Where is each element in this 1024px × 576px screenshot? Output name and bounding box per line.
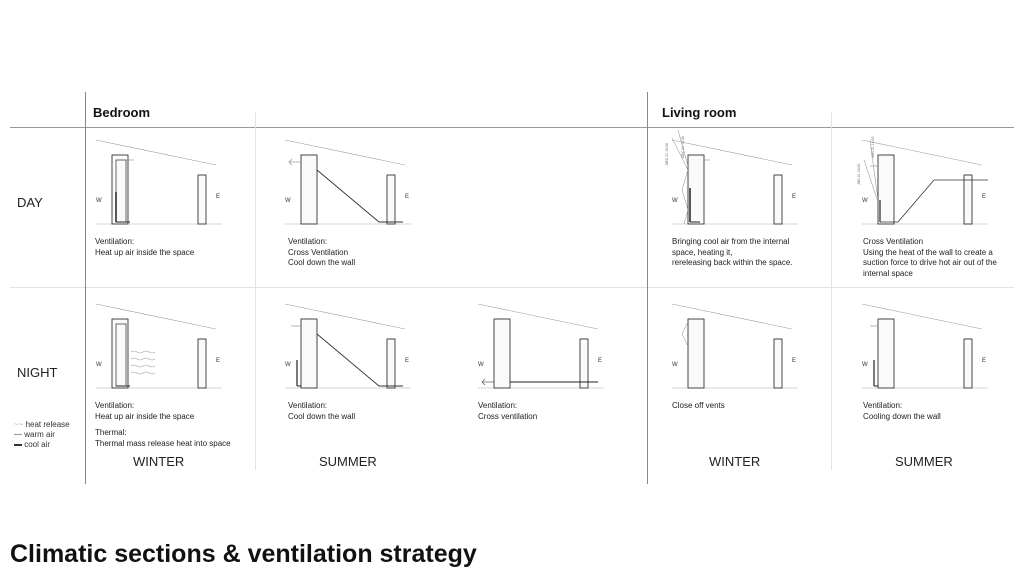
east-wall <box>197 338 207 389</box>
west-wall <box>687 154 705 225</box>
west-label: W <box>285 198 291 204</box>
west-wall <box>493 318 511 389</box>
east-wall <box>197 174 207 225</box>
roof-line <box>861 303 983 330</box>
caption: Close off vents <box>672 401 725 410</box>
section-sketch-bed-night-winter: W E <box>95 303 222 389</box>
roof-line <box>477 303 599 330</box>
caption: Ventilation: Heat up air inside the spac… <box>95 401 195 421</box>
west-label: W <box>672 198 678 204</box>
west-label: W <box>672 362 678 368</box>
day-label: DAY <box>17 195 43 210</box>
roof-line <box>284 303 406 330</box>
east-label: E <box>792 358 796 364</box>
sun-angle-label: JUN 21 16:00 <box>857 164 861 185</box>
section-sketch-bed-day-summer: W E <box>284 139 411 225</box>
section-sketch-liv-night-winter: W E <box>671 303 798 389</box>
east-wall <box>963 174 973 225</box>
section-sketch-liv-day-summer: W E JUN 21 16:00 JUN 21 14:00 <box>857 137 988 225</box>
sun-angle-label: JUN 21 14:00 <box>871 137 875 158</box>
season-label: SUMMER <box>895 454 953 469</box>
roof-line <box>671 139 793 166</box>
west-label: W <box>862 362 868 368</box>
caption: Ventilation: Cross Ventilation Cool down… <box>288 237 356 267</box>
west-label: W <box>478 362 484 368</box>
caption: Ventilation: Cooling down the wall <box>863 401 941 421</box>
cool-air-icon <box>14 443 22 446</box>
west-wall <box>877 318 895 389</box>
east-wall <box>773 338 783 389</box>
east-wall <box>386 338 396 389</box>
east-wall <box>386 174 396 225</box>
east-label: E <box>405 358 409 364</box>
warm-air-icon <box>14 434 22 436</box>
page-title: Climatic sections & ventilation strategy <box>10 540 477 568</box>
sun-angle-label: DEC 21 15:00 <box>665 143 669 165</box>
row-divider <box>10 287 1014 288</box>
legend-item: ~~ heat release <box>14 420 70 429</box>
caption: Ventilation: Heat up air inside the spac… <box>95 237 195 257</box>
caption: Ventilation: Cross ventilation <box>478 401 538 421</box>
night-label: NIGHT <box>17 365 58 380</box>
east-label: E <box>982 358 986 364</box>
west-wall <box>111 318 129 389</box>
west-wall <box>111 154 129 225</box>
roof-line <box>95 139 217 166</box>
section-sketch-bed-night-summer-cross: W E <box>477 303 604 389</box>
west-label: W <box>862 198 868 204</box>
east-label: E <box>598 358 602 364</box>
bedroom-header: Bedroom <box>93 105 151 120</box>
roof-line <box>861 139 983 166</box>
roof-line <box>284 139 406 166</box>
sun-angle-label: DEC 21 14:00 <box>681 136 685 158</box>
living-room-header: Living room <box>662 105 737 120</box>
header-divider <box>10 127 1014 128</box>
east-wall <box>773 174 783 225</box>
section-sketch-bed-night-summer: W E <box>284 303 411 389</box>
west-wall <box>300 154 318 225</box>
section-sketch-bed-day-winter: W E <box>95 139 222 225</box>
east-label: E <box>405 194 409 200</box>
east-wall <box>963 338 973 389</box>
legend-item: warm air <box>14 430 70 440</box>
cell-divider <box>255 112 256 470</box>
west-label: W <box>96 198 102 204</box>
season-label: SUMMER <box>319 454 377 469</box>
west-label: W <box>96 362 102 368</box>
heat-release-icon <box>130 350 156 375</box>
legend: ~~ heat release warm air cool air <box>14 420 70 450</box>
caption: Bringing cool air from the internal spac… <box>672 237 793 267</box>
section-sketch-liv-night-summer: W E <box>861 303 988 389</box>
caption: Ventilation: Cool down the wall <box>288 401 356 421</box>
roof-line <box>95 303 217 330</box>
column-divider <box>647 92 648 484</box>
west-label: W <box>285 362 291 368</box>
west-wall <box>877 154 895 225</box>
heat-release-icon: ~~ <box>14 420 26 429</box>
east-label: E <box>216 358 220 364</box>
caption: Thermal: Thermal mass release heat into … <box>95 428 231 448</box>
column-divider <box>85 92 86 484</box>
cell-divider <box>831 112 832 470</box>
east-wall <box>579 338 589 389</box>
east-label: E <box>216 194 220 200</box>
section-sketch-liv-day-winter: W E DEC 21 15:00 DEC 21 14:00 <box>665 129 798 225</box>
legend-item: cool air <box>14 440 70 450</box>
season-label: WINTER <box>133 454 185 469</box>
west-wall <box>300 318 318 389</box>
roof-line <box>671 303 793 330</box>
caption: Cross Ventilation Using the heat of the … <box>863 237 997 278</box>
east-label: E <box>982 194 986 200</box>
season-label: WINTER <box>709 454 761 469</box>
east-label: E <box>792 194 796 200</box>
west-wall <box>687 318 705 389</box>
